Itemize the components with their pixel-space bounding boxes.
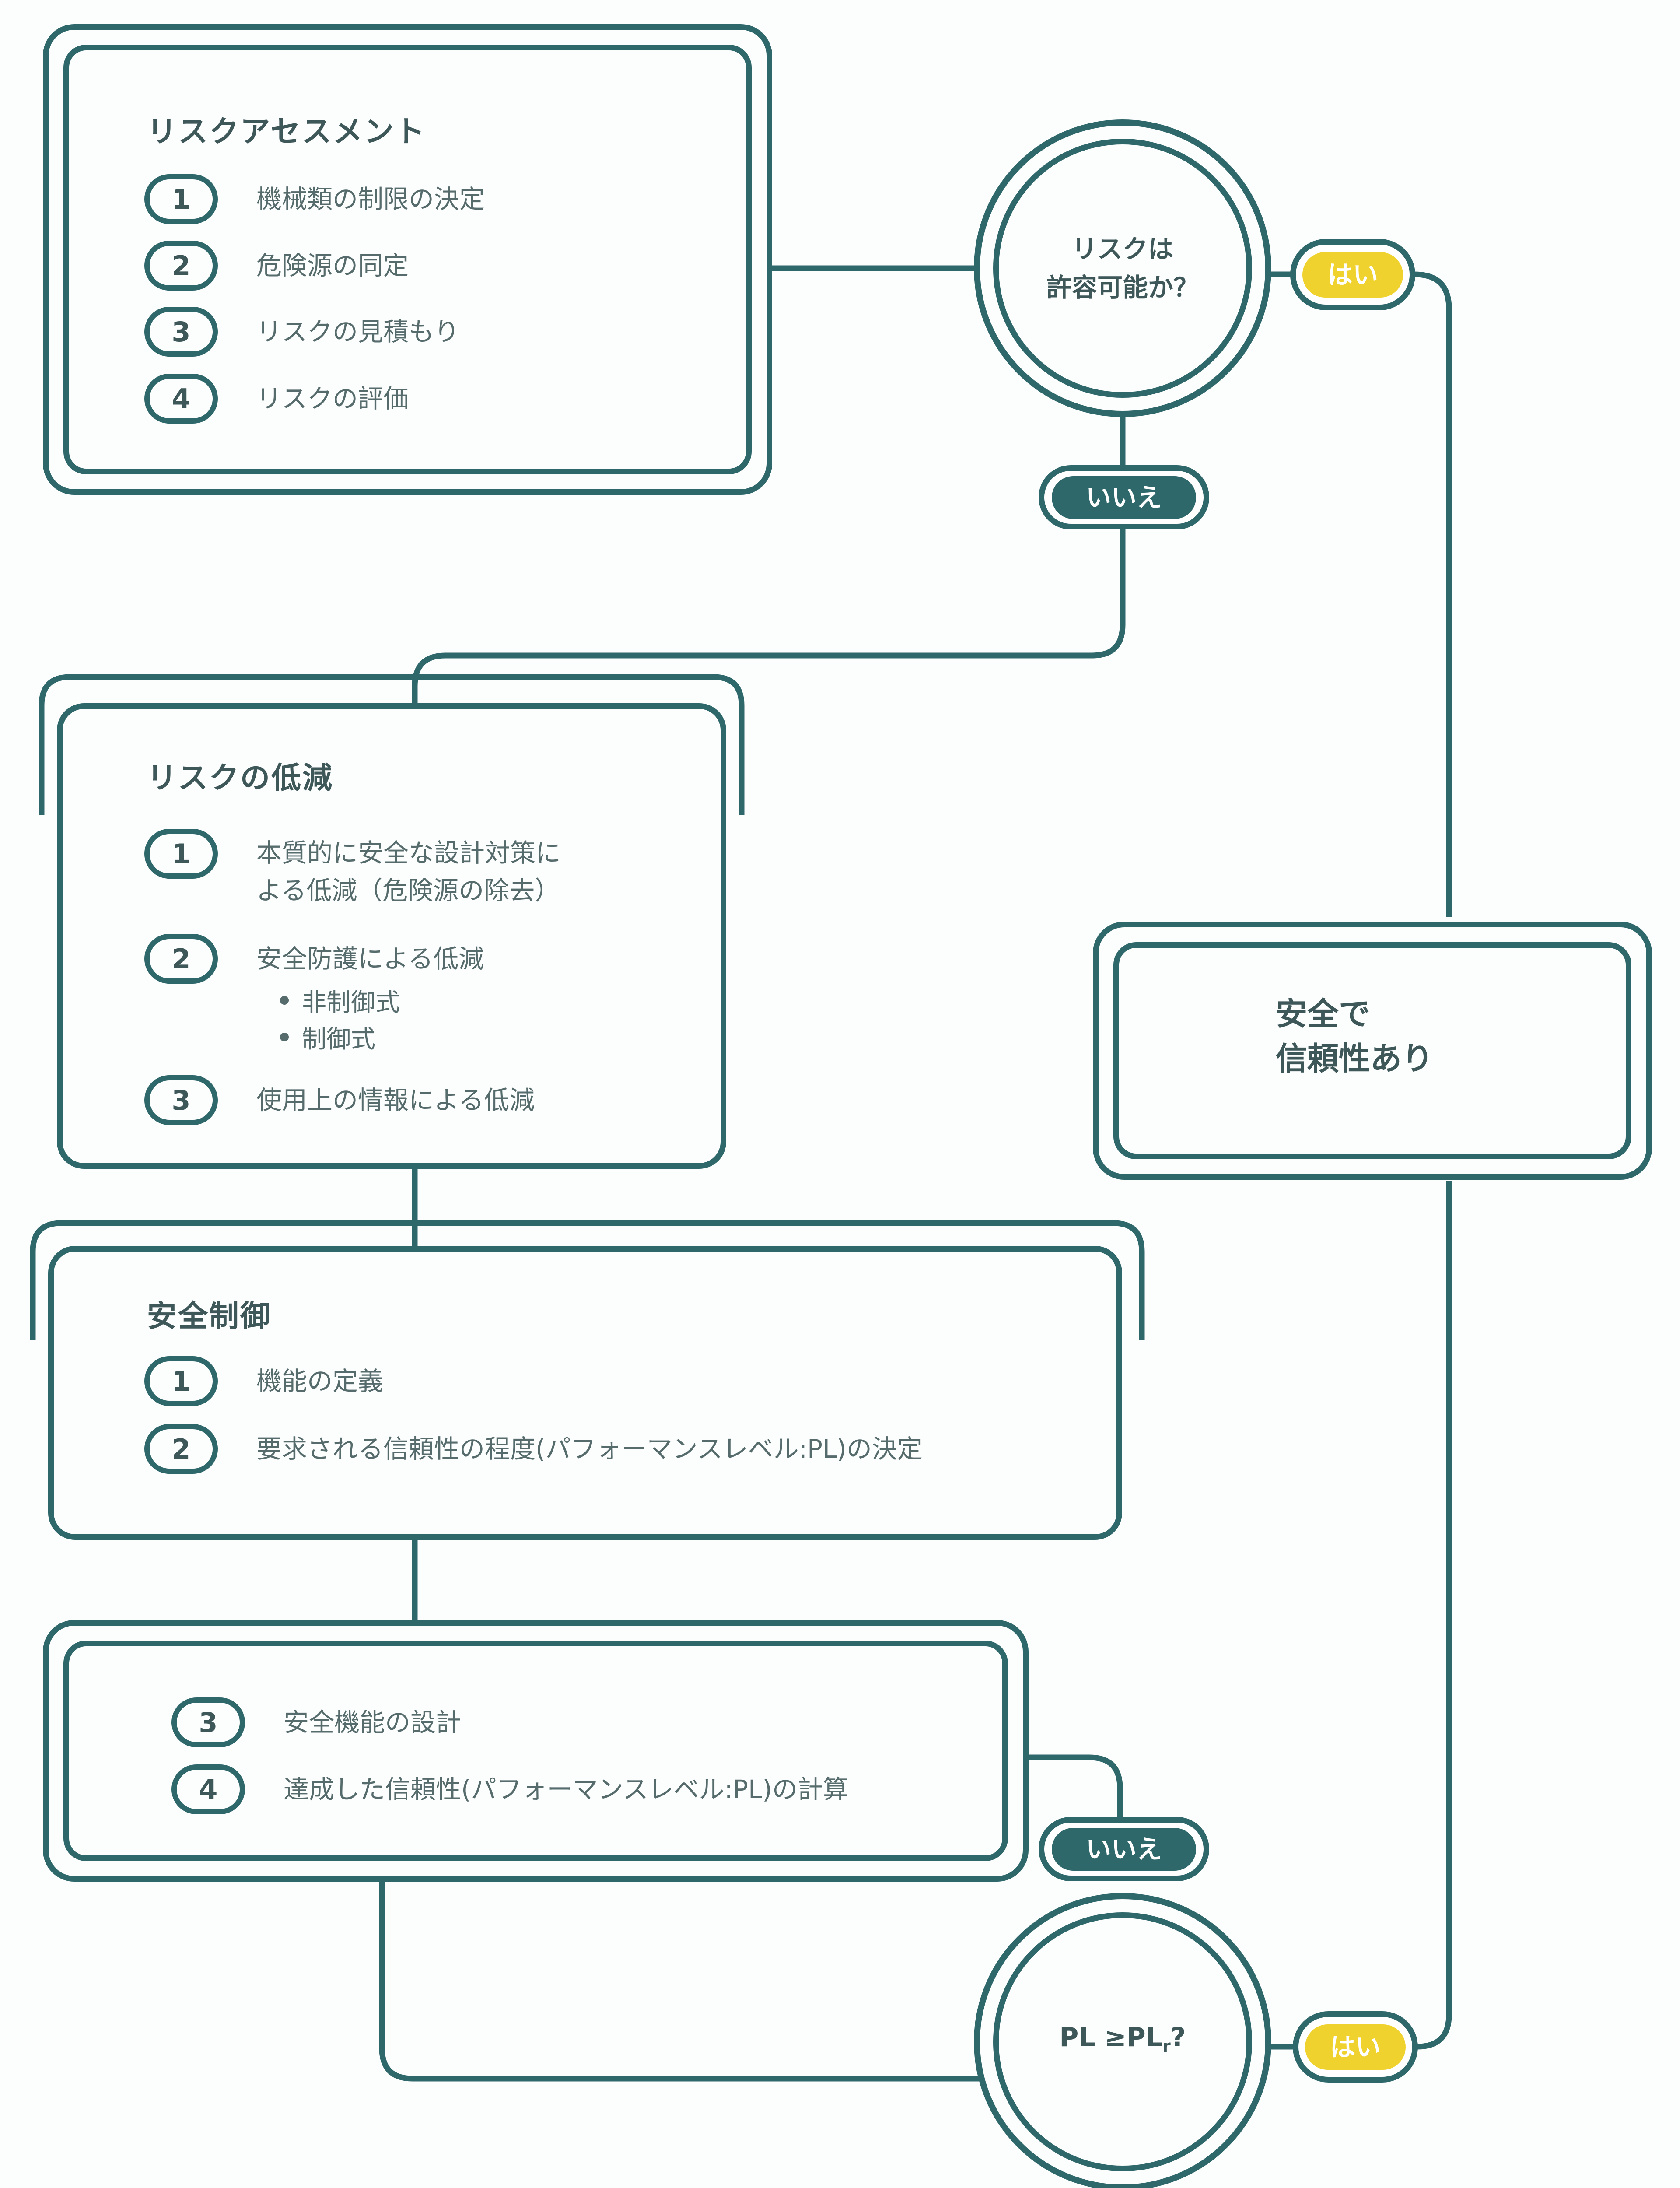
decision-circle-risk-acceptable: リスクは 許容可能か？ [974, 119, 1271, 417]
safety-design-box [43, 1620, 1029, 1882]
bullet-dot [280, 1033, 289, 1041]
step-label: 要求される信頼性の程度(パフォーマンスレベル:PL)の決定 [256, 1434, 923, 1464]
yes-badge-top-pill: はい [1302, 252, 1403, 298]
step-number: 4 [172, 382, 191, 415]
bullet-dot [280, 996, 289, 1005]
safe-reliable-line1: 安全で [1276, 996, 1371, 1032]
step-number-pill: 2 [144, 934, 218, 984]
step-label: 危険源の同定 [256, 251, 409, 281]
yes-badge-bottom: はい [1293, 2011, 1418, 2083]
connector-design-to-no2 [1029, 1754, 1123, 1817]
bullet-label: 制御式 [302, 1025, 375, 1054]
risk-reduction-title: リスクの低減 [147, 761, 334, 796]
list-item: 2 要求される信頼性の程度(パフォーマンスレベル:PL)の決定 [144, 1424, 923, 1474]
safe-reliable-box-inner-border [1113, 942, 1631, 1159]
bullet-item: 非制御式 [280, 982, 400, 1019]
risk-assessment-box [43, 24, 772, 495]
step-number: 4 [199, 1773, 218, 1806]
connector-yes2-up-right [1417, 1181, 1452, 2050]
step-label: 達成した信頼性(パフォーマンスレベル:PL)の計算 [284, 1774, 848, 1804]
safety-design-box-inner-border [63, 1641, 1008, 1861]
step-label: 機械類の制限の決定 [256, 184, 485, 214]
safe-reliable-line2: 信頼性あり [1276, 1040, 1434, 1077]
step-number-pill: 4 [144, 374, 218, 424]
safety-control-box [48, 1246, 1122, 1540]
step-number: 3 [172, 1084, 191, 1116]
step-label: 本質的に安全な設計対策に よる低減（危険源の除去） [256, 834, 561, 909]
safe-reliable-box [1093, 922, 1652, 1180]
bullet-label: 非制御式 [302, 988, 400, 1017]
step-number: 3 [199, 1706, 218, 1739]
no-badge-top: いいえ [1039, 465, 1209, 529]
risk-assessment-box-inner-border [63, 45, 752, 474]
step-number-pill: 1 [144, 829, 218, 879]
step-number: 1 [172, 1365, 191, 1397]
safe-reliable-text: 安全で 信頼性あり [1276, 992, 1433, 1081]
step-label: 安全防護による低減 [256, 944, 484, 974]
decision-risk-line2: 許容可能か？ [1046, 273, 1199, 302]
step-label: リスクの見積もり [256, 317, 460, 347]
decision-circle-pl-check: PL ≥PLr? [974, 1893, 1271, 2188]
decision-risk-line1: リスクは [1071, 234, 1173, 264]
list-item: 1 機械類の制限の決定 [144, 174, 485, 224]
step-label: 機能の定義 [256, 1366, 384, 1396]
bracket-safety-control [30, 1220, 1145, 1340]
no-badge-top-pill: いいえ [1052, 476, 1196, 519]
step-number: 1 [172, 838, 191, 870]
list-item: 3 安全機能の設計 [172, 1697, 461, 1747]
list-item: 4 リスクの評価 [144, 374, 409, 424]
pl-question-text: PL ≥PLr? [1059, 2022, 1186, 2056]
step-number-pill: 2 [144, 1424, 218, 1474]
decision-pl-text: PL ≥PLr? [980, 1899, 1265, 2184]
step-number: 3 [172, 316, 191, 348]
step-number-pill: 1 [144, 1356, 218, 1406]
step-number-pill: 2 [144, 241, 218, 291]
list-item: 3 リスクの見積もり [144, 307, 459, 357]
list-item: 1 機能の定義 [144, 1356, 383, 1406]
bullet-item: 制御式 [280, 1019, 375, 1055]
step-number-pill: 3 [144, 307, 218, 357]
list-item: 3 使用上の情報による低減 [144, 1075, 535, 1125]
step-number-pill: 4 [172, 1764, 245, 1814]
no-badge-bottom-pill: いいえ [1052, 1827, 1196, 1871]
risk-reduction-box [57, 703, 726, 1169]
step-label: 使用上の情報による低減 [256, 1085, 535, 1115]
connector-yes-down-right [1414, 271, 1452, 917]
step-number: 2 [172, 1433, 191, 1465]
bracket-risk-reduction [38, 674, 745, 815]
list-item: 4 達成した信頼性(パフォーマンスレベル:PL)の計算 [172, 1764, 848, 1814]
step-number-pill: 3 [172, 1697, 245, 1747]
step-label: リスクの評価 [256, 384, 409, 414]
step-number: 2 [172, 249, 191, 282]
step-number: 1 [172, 183, 191, 215]
no-badge-bottom: いいえ [1039, 1817, 1209, 1881]
step-number-pill: 1 [144, 174, 218, 224]
connector-design-to-plcheck [379, 1881, 979, 2082]
step-label-line1: 本質的に安全な設計対策に [256, 838, 561, 868]
risk-assessment-title: リスクアセスメント [147, 115, 426, 149]
yes-badge-top: はい [1290, 239, 1415, 310]
step-label: 安全機能の設計 [284, 1708, 462, 1737]
step-number: 2 [172, 943, 191, 975]
step-number-pill: 3 [144, 1075, 218, 1125]
connector-no-to-reduction [412, 529, 1126, 703]
decision-risk-text: リスクは 許容可能か？ [980, 126, 1265, 411]
list-item: 2 安全防護による低減 [144, 934, 484, 984]
list-item: 2 危険源の同定 [144, 241, 409, 291]
yes-badge-bottom-pill: はい [1305, 2024, 1406, 2070]
safety-control-title: 安全制御 [147, 1299, 272, 1334]
list-item: 1 本質的に安全な設計対策に よる低減（危険源の除去） [144, 829, 561, 909]
step-label-line2: よる低減（危険源の除去） [256, 876, 560, 905]
